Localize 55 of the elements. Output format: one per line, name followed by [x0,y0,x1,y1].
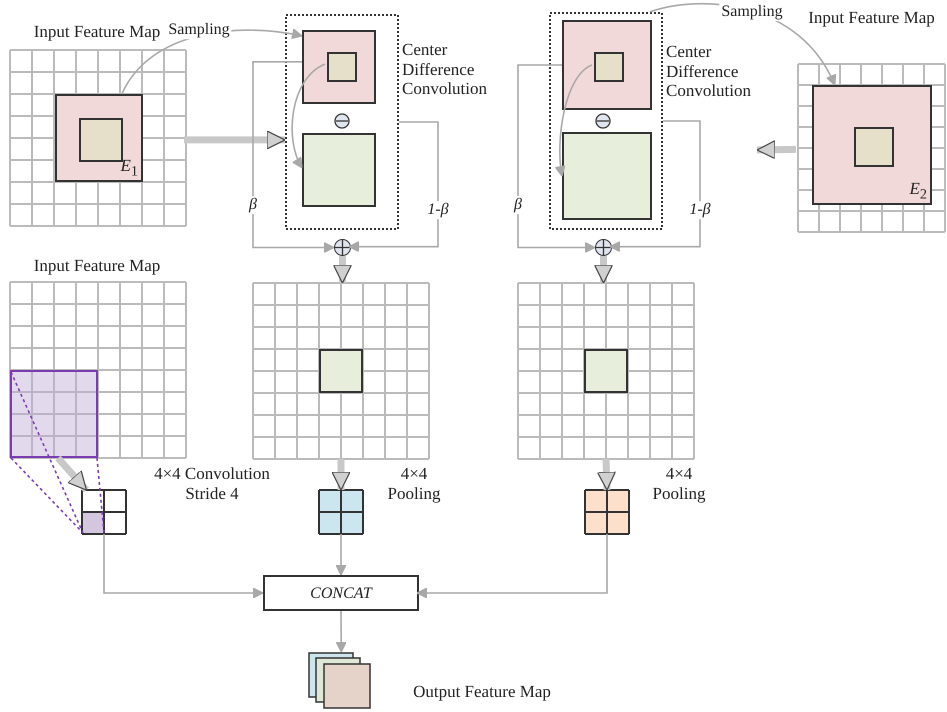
sampled-patch [302,30,376,104]
sampled-patch [562,20,652,110]
edge-label: β [247,196,259,214]
output-grid [82,490,126,534]
concat-box [263,575,419,611]
caption-text: Output Feature Map [412,682,552,702]
center-square [319,349,363,393]
arrow [416,534,608,599]
plus-circle [334,239,351,256]
arrow [609,120,701,252]
arrow [252,61,335,254]
pooled-grid [585,490,629,534]
block-arrow [184,130,286,150]
center-square [584,349,628,393]
center-square [594,52,624,82]
block-arrow [332,256,352,284]
map-title: Input Feature Map [32,256,162,276]
arrow [103,534,264,599]
box-label: CONCAT [309,585,374,604]
edge-label: 1-β [425,201,451,219]
edge-label: β [512,196,524,214]
edge-label: Sampling [719,3,785,21]
output-stack [308,652,372,710]
region-label: E$_{2}$ [910,179,927,203]
pooled-grid [319,490,363,534]
block-arrow [596,458,616,491]
kernel-square [854,127,894,167]
caption-text: 4×4 Pooling [652,464,706,504]
map-title: Input Feature Map [807,8,936,28]
plus-circle [595,239,612,256]
block-arrow [594,256,614,284]
caption-text: 4×4 Convolution Stride 4 [153,464,271,504]
arrow [336,611,347,653]
arrow [291,63,326,168]
difference-square [562,132,652,220]
center-square [327,52,357,82]
group-title: Center Difference Convolution [402,40,488,99]
feature-map-grid [518,283,694,459]
caption-text: 4×4 Pooling [386,464,442,504]
highlight-region [55,94,143,182]
highlight-region [812,85,932,205]
arrow [348,121,439,252]
block-arrow [331,459,351,491]
group-title: Center Difference Convolution [666,42,752,101]
edge-label: 1-β [687,201,713,219]
region-label: E$_{1}$ [120,156,138,180]
arrow [517,64,596,254]
arrow [555,64,592,177]
arrow [335,534,347,576]
edge-label: Sampling [166,21,232,39]
convolution-window [10,370,98,458]
block-arrow [756,140,796,160]
feature-map-grid [253,283,429,459]
block-arrow [55,456,90,492]
difference-square [302,133,376,207]
